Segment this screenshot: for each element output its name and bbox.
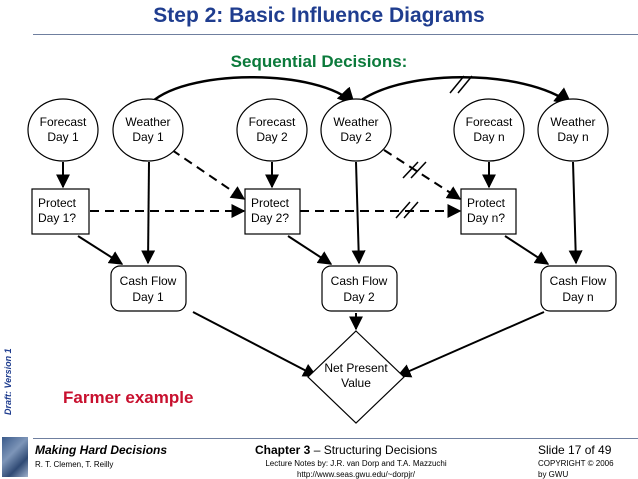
protect-day-2-node: Protect Day 2?	[244, 188, 301, 235]
arc-weather1-weather2	[147, 76, 356, 107]
university-logo	[2, 437, 28, 477]
subtitle: Sequential Decisions:	[230, 52, 408, 71]
arc-weather2-protectn	[383, 149, 462, 200]
footer-copyright: COPYRIGHT © 2006	[538, 459, 614, 468]
node-label: Protect	[38, 196, 77, 210]
node-label: Day n?	[467, 211, 505, 225]
arc-weather1-cash1	[141, 161, 156, 265]
footer-slide-number: Slide 17 of 49	[538, 443, 612, 457]
arc-weather2-weathern	[353, 76, 573, 107]
weather-day-n-node: Weather Day n	[537, 98, 609, 162]
node-label: Day 2	[256, 130, 288, 144]
node-label: Cash Flow	[331, 274, 388, 288]
break-mark-6	[403, 201, 419, 219]
cash-flow-day-1-node: Cash Flow Day 1	[110, 265, 187, 312]
node-label: Weather	[125, 115, 170, 129]
node-label: Day n	[562, 290, 593, 304]
forecast-day-2-node: Forecast Day 2	[236, 98, 308, 162]
arc-weather1-protect2	[171, 149, 246, 200]
footer-by: by GWU	[538, 470, 569, 479]
arc-cash1-npv	[192, 311, 318, 377]
footer-chapter: Chapter 3 – Structuring Decisions	[255, 443, 437, 457]
protect-day-n-node: Protect Day n?	[460, 188, 517, 235]
node-label: Day 1	[47, 130, 79, 144]
cash-flow-day-n-node: Cash Flow Day n	[540, 265, 617, 312]
footer-notes: Lecture Notes by: J.R. van Dorp and T.A.…	[265, 459, 447, 468]
footer-chapter-number: Chapter 3	[255, 443, 311, 457]
node-label: Weather	[550, 115, 595, 129]
node-label: Day 2	[343, 290, 375, 304]
break-mark-1	[449, 75, 465, 94]
node-label: Forecast	[466, 115, 513, 129]
net-present-value-node: Net Present Value	[307, 330, 405, 424]
slide-title: Step 2: Basic Influence Diagrams	[153, 4, 485, 27]
break-mark-4	[410, 161, 427, 179]
arc-protectn-cashn	[504, 235, 550, 265]
node-label: Weather	[333, 115, 378, 129]
break-mark-5	[395, 201, 411, 219]
arc-protect2-cash2	[287, 235, 333, 265]
node-label: Protect	[467, 196, 506, 210]
node-label: Cash Flow	[550, 274, 607, 288]
title-rule	[33, 34, 638, 35]
arc-protect1-cash1	[77, 235, 124, 265]
arc-weather2-cash2	[351, 161, 366, 265]
footer-rule	[33, 438, 638, 439]
node-label: Forecast	[249, 115, 296, 129]
break-mark-3	[402, 161, 419, 179]
footer-url: http://www.seas.gwu.edu/~dorpjr/	[296, 470, 416, 479]
node-label: Value	[341, 376, 371, 390]
break-mark-2	[457, 75, 473, 94]
forecast-day-1-node: Forecast Day 1	[27, 98, 99, 162]
node-label: Day 1	[132, 290, 164, 304]
node-label: Day 1?	[38, 211, 76, 225]
arc-cashn-npv	[396, 311, 545, 378]
node-label: Day n	[557, 130, 588, 144]
node-label: Day 1	[132, 130, 164, 144]
node-label: Cash Flow	[120, 274, 177, 288]
forecast-day-n-node: Forecast Day n	[453, 98, 525, 162]
node-label: Day 2?	[251, 211, 289, 225]
node-label: Day n	[473, 130, 504, 144]
node-label: Protect	[251, 196, 290, 210]
example-label: Farmer example	[63, 388, 194, 407]
footer-chapter-title: – Structuring Decisions	[310, 443, 438, 457]
footer-book-title: Making Hard Decisions	[35, 443, 168, 457]
protect-day-1-node: Protect Day 1?	[31, 188, 90, 235]
weather-day-2-node: Weather Day 2	[320, 98, 392, 162]
node-label: Forecast	[40, 115, 87, 129]
node-label: Day 2	[340, 130, 372, 144]
cash-flow-day-2-node: Cash Flow Day 2	[321, 265, 398, 312]
footer-authors: R. T. Clemen, T. Reilly	[35, 460, 114, 469]
node-label: Net Present	[324, 361, 388, 375]
weather-day-1-node: Weather Day 1	[112, 98, 184, 162]
arc-weathern-cashn	[568, 161, 583, 265]
